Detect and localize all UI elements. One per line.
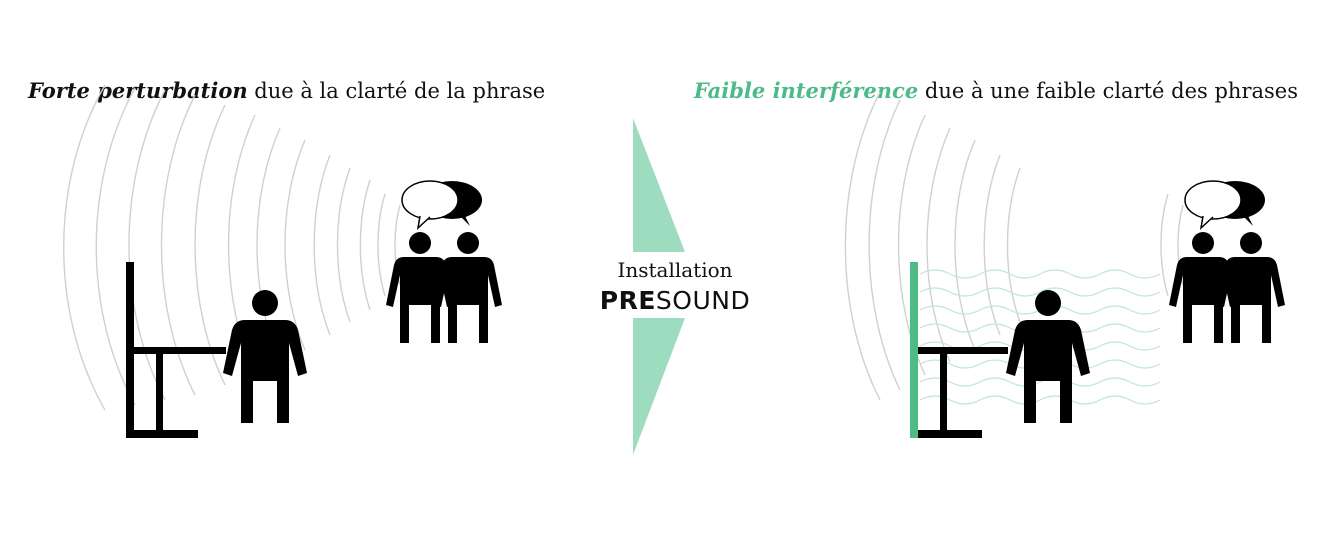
acoustic-panel-icon [910, 262, 918, 438]
speech-bubble-icon [401, 180, 482, 231]
talking-people [1169, 232, 1285, 343]
person-icon [223, 290, 307, 423]
sound-waves-icon [844, 91, 1184, 401]
arrow-icon [633, 118, 685, 455]
left-caption-emphasis: Forte perturbation [28, 78, 248, 103]
desk-icon [918, 347, 1008, 438]
right-caption: Faible interférence due à une faible cla… [694, 78, 1298, 103]
left-caption: Forte perturbation due à la clarté de la… [28, 78, 545, 103]
brand-light: SOUND [655, 286, 751, 315]
speech-bubble-icon [1184, 180, 1265, 231]
right-caption-text: due à une faible clarté des phrases [924, 79, 1298, 103]
brand-bold: PRE [599, 286, 656, 315]
presound-logo: PRESOUND [560, 286, 790, 315]
talking-people [386, 232, 502, 343]
left-caption-text: due à la clarté de la phrase [254, 79, 546, 103]
installation-label: Installation [617, 258, 733, 282]
desk-icon [126, 262, 226, 438]
right-caption-emphasis: Faible interférence [693, 78, 919, 103]
